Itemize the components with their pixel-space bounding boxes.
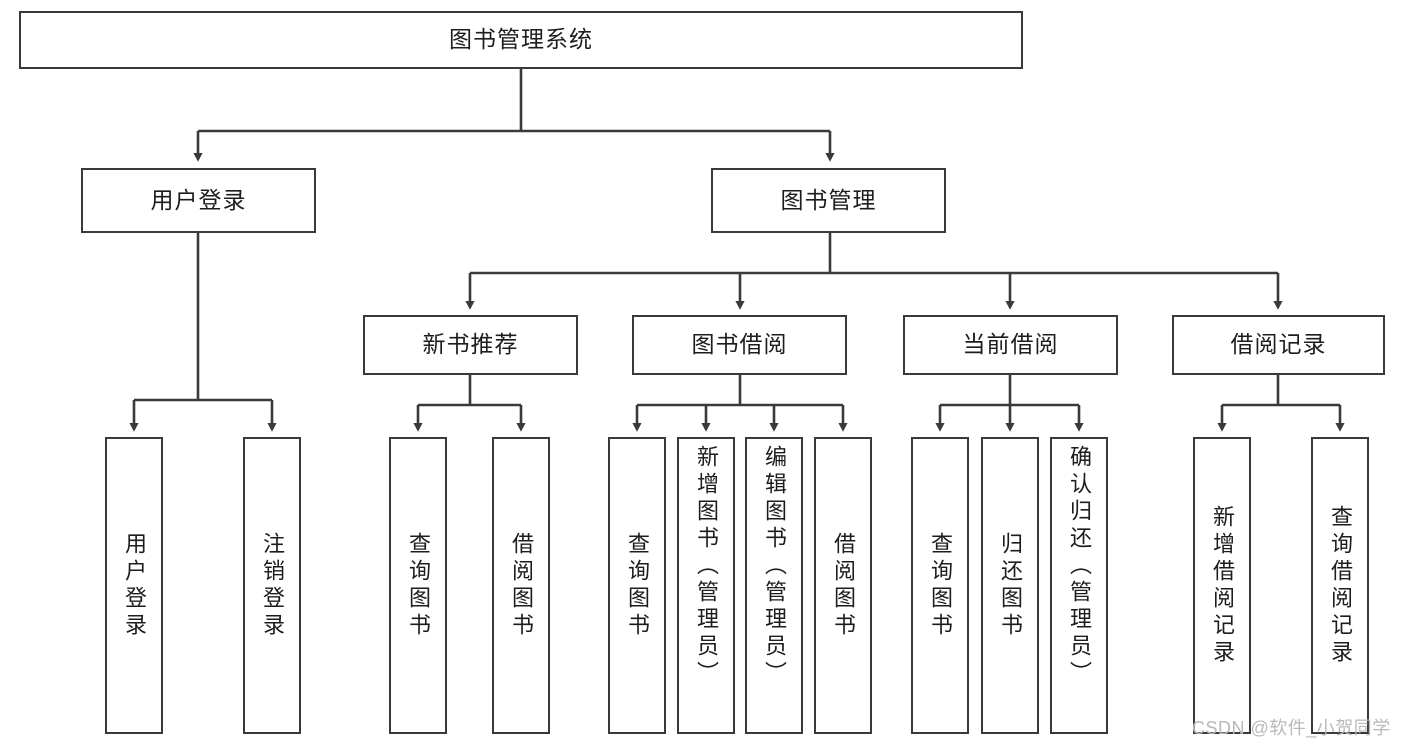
node-label: 借阅记录 (1230, 331, 1327, 358)
leaf-label: 查询图书 (625, 531, 650, 640)
leaf-label: 新增借阅记录 (1210, 504, 1235, 667)
node-book-management[interactable]: 图书管理 (711, 168, 946, 233)
leaf-label: 新增图书（管理员） (694, 445, 719, 688)
node-new-book-recommend[interactable]: 新书推荐 (363, 315, 578, 375)
leaf-confirm-return[interactable]: 确认归还（管理员） (1050, 437, 1108, 734)
leaf-query-borrow-record[interactable]: 查询借阅记录 (1311, 437, 1369, 734)
leaf-query-book-current[interactable]: 查询图书 (911, 437, 969, 734)
leaf-label: 用户登录 (122, 531, 147, 640)
node-label: 图书借阅 (691, 331, 788, 358)
node-book-borrow[interactable]: 图书借阅 (632, 315, 847, 375)
leaf-label: 确认归还（管理员） (1067, 445, 1092, 688)
leaf-query-book-recommend[interactable]: 查询图书 (389, 437, 447, 734)
node-label: 当前借阅 (962, 331, 1059, 358)
leaf-logout[interactable]: 注销登录 (243, 437, 301, 734)
node-label: 图书管理 (780, 186, 877, 213)
leaf-label: 归还图书 (998, 531, 1023, 640)
leaf-add-book[interactable]: 新增图书（管理员） (677, 437, 735, 734)
leaf-label: 编辑图书（管理员） (762, 445, 787, 688)
watermark-text: CSDN @软件_小贺同学 (1192, 718, 1391, 738)
leaf-label: 查询图书 (406, 531, 431, 640)
node-label: 新书推荐 (422, 331, 519, 358)
leaf-label: 查询借阅记录 (1328, 504, 1353, 667)
leaf-edit-book[interactable]: 编辑图书（管理员） (745, 437, 803, 734)
node-borrow-record[interactable]: 借阅记录 (1172, 315, 1385, 375)
leaf-label: 查询图书 (928, 531, 953, 640)
leaf-return-book[interactable]: 归还图书 (981, 437, 1039, 734)
node-user-login[interactable]: 用户登录 (81, 168, 316, 233)
leaf-borrow-book[interactable]: 借阅图书 (814, 437, 872, 734)
node-root-system[interactable]: 图书管理系统 (19, 11, 1023, 69)
leaf-borrow-book-recommend[interactable]: 借阅图书 (492, 437, 550, 734)
leaf-query-book-borrow[interactable]: 查询图书 (608, 437, 666, 734)
node-current-borrow[interactable]: 当前借阅 (903, 315, 1118, 375)
leaf-label: 借阅图书 (509, 531, 534, 640)
node-label: 用户登录 (150, 186, 247, 213)
leaf-add-borrow-record[interactable]: 新增借阅记录 (1193, 437, 1251, 734)
leaf-label: 注销登录 (260, 531, 285, 640)
node-label: 图书管理系统 (449, 26, 593, 53)
leaf-label: 借阅图书 (831, 531, 856, 640)
leaf-user-login[interactable]: 用户登录 (105, 437, 163, 734)
